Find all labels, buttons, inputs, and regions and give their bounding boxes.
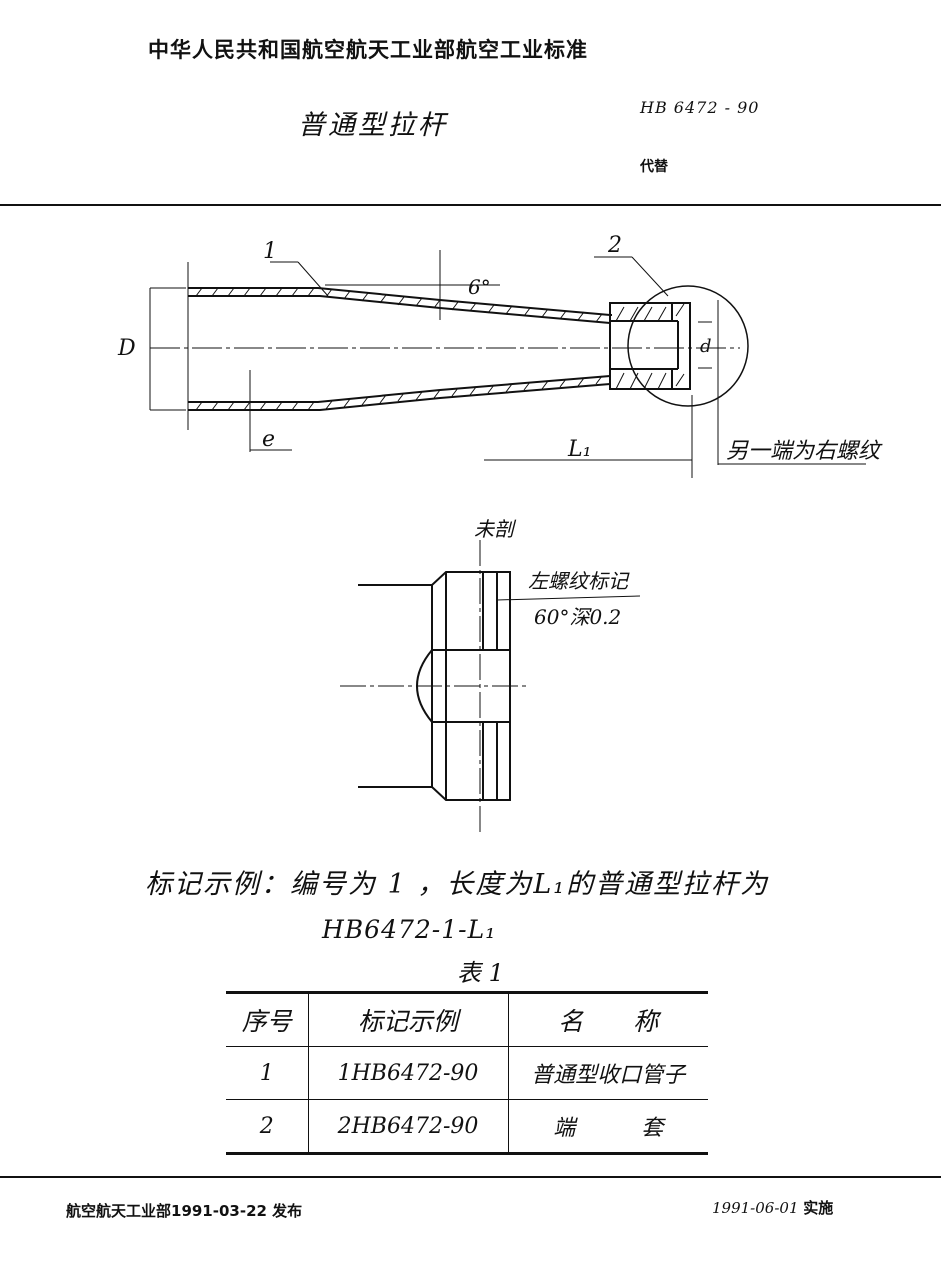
marking-example-code: HB6472-1-L₁ — [322, 915, 497, 944]
document-title: 普通型拉杆 — [298, 110, 448, 141]
detail-circle — [627, 285, 749, 407]
standard-number: HB 6472 - 90 — [640, 98, 760, 117]
table-row: 1 1HB6472-90 普通型收口管子 — [226, 1046, 708, 1100]
assembly-drawing: 1 2 6° D d e L₁ 另一端为右螺纹 — [117, 233, 883, 478]
cell-seq: 1 — [226, 1046, 308, 1100]
parts-table: 序号 标记示例 名 称 1 1HB6472-90 普通型收口管子 2 2HB64… — [226, 991, 708, 1155]
cell-mark: 2HB6472-90 — [307, 1099, 508, 1155]
angle-label: 6° — [468, 275, 491, 299]
dimension-lines — [149, 250, 866, 478]
marking-example-text: 标记示例：编号为 1 ，长度为L₁的普通型拉杆为 — [145, 869, 770, 900]
header-name: 名 称 — [507, 991, 708, 1047]
mark-leader — [496, 595, 641, 601]
effective-date: 1991-06-01 — [712, 1199, 799, 1217]
wall-hatching — [195, 287, 685, 411]
cell-mark: 1HB6472-90 — [307, 1046, 508, 1100]
dim-d-label: d — [700, 336, 712, 357]
part-1-label: 1 — [263, 239, 277, 264]
header-seq: 序号 — [226, 991, 308, 1047]
table-header-row: 序号 标记示例 名 称 — [226, 991, 708, 1047]
organization-heading: 中华人民共和国航空航天工业部航空工业标准 — [148, 38, 588, 62]
effective-label: 实施 — [803, 1199, 834, 1217]
dim-D-label: D — [117, 336, 136, 361]
cell-seq: 2 — [226, 1099, 308, 1155]
table-caption: 表 1 — [457, 959, 504, 987]
replaces-label: 代替 — [640, 159, 668, 175]
thread-mark-detail: 未剖 左螺纹标记 60°深0.2 — [340, 517, 641, 836]
part-2-label: 2 — [607, 233, 622, 258]
cell-name: 端 套 — [507, 1099, 708, 1155]
header-mark-example: 标记示例 — [307, 991, 508, 1047]
table-row: 2 2HB6472-90 端 套 — [226, 1099, 708, 1155]
dim-L1-label: L₁ — [567, 437, 591, 462]
dim-e-label: e — [262, 427, 275, 452]
cell-name: 普通型收口管子 — [507, 1046, 708, 1100]
header-rule — [0, 204, 941, 206]
mark-spec-label: 60°深0.2 — [534, 605, 621, 629]
left-thread-mark-label: 左螺纹标记 — [528, 569, 630, 593]
uncut-label: 未剖 — [474, 517, 517, 541]
effective-statement: 1991-06-01 实施 — [712, 1197, 833, 1218]
other-end-note: 另一端为右螺纹 — [726, 439, 883, 464]
issue-statement: 航空航天工业部1991-03-22 发布 — [66, 1202, 303, 1220]
footer-rule — [0, 1176, 941, 1178]
